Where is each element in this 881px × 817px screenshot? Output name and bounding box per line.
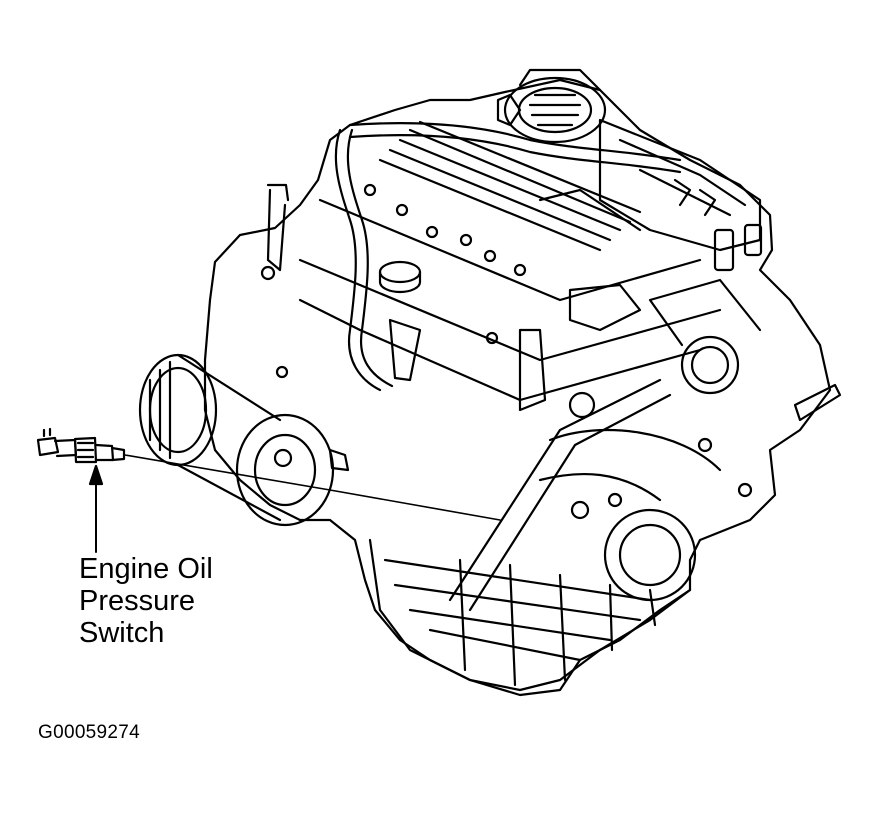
install-location-leader-2 bbox=[329, 489, 501, 521]
alternator bbox=[496, 68, 607, 144]
label-line-1: Engine Oil bbox=[79, 553, 213, 585]
leader-lines bbox=[124, 454, 501, 521]
install-location-leader bbox=[124, 454, 331, 491]
callout-arrow bbox=[88, 464, 104, 553]
engine-block bbox=[203, 78, 842, 697]
label-line-3: Switch bbox=[79, 617, 165, 649]
oil-pressure-switch bbox=[36, 427, 126, 464]
ac-compressor bbox=[138, 353, 350, 527]
oil-pressure-switch-label: Engine Oil Pressure Switch bbox=[79, 553, 213, 649]
figure-id: G00059274 bbox=[38, 722, 141, 743]
label-line-2: Pressure bbox=[79, 585, 196, 617]
